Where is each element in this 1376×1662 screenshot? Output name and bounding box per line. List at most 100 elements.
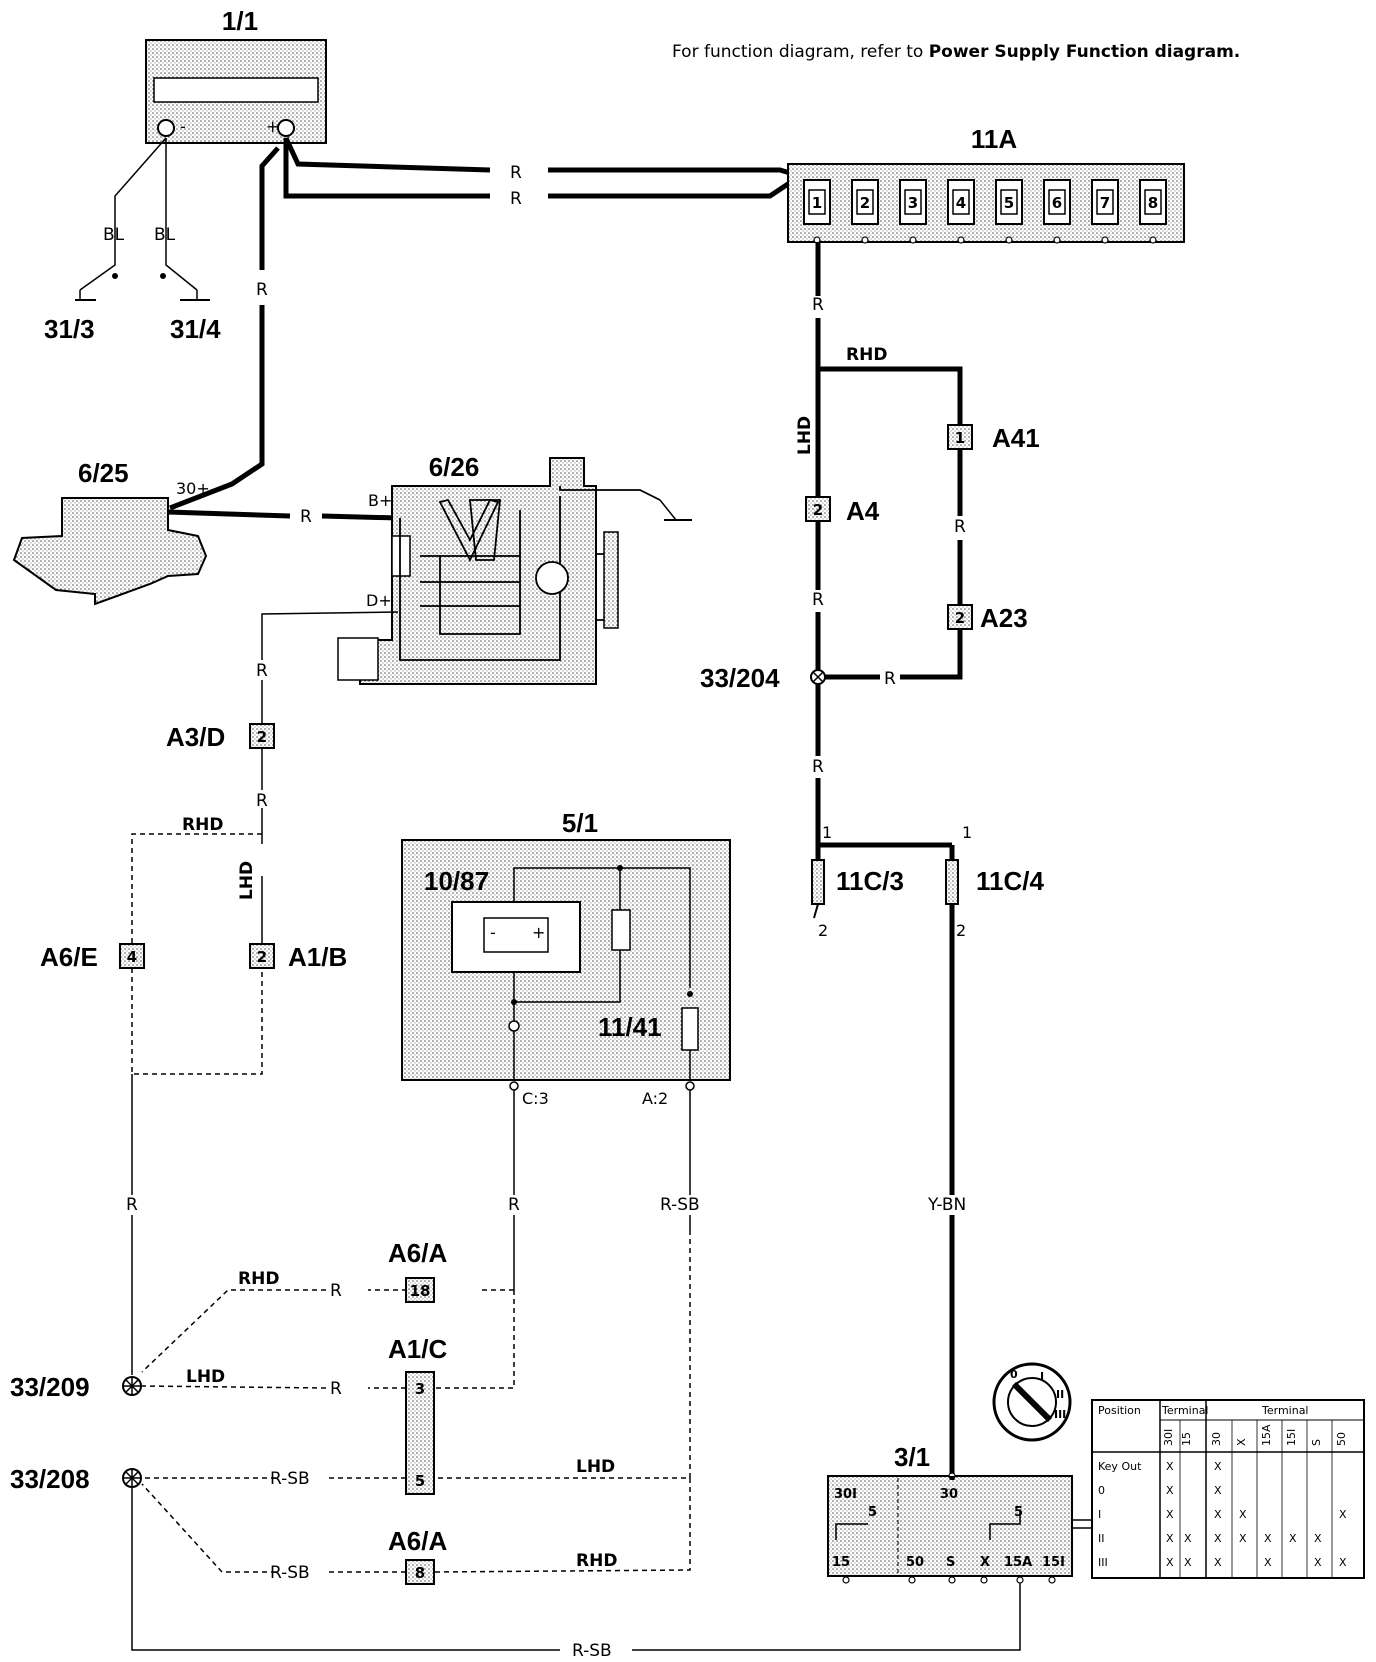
table-cell: X (1339, 1556, 1347, 1569)
ign-tS: S (946, 1555, 955, 1570)
wire-label-r-a4: R (812, 590, 824, 610)
wire-label-rhd-lower: RHD (576, 1551, 617, 1571)
table-cell: X (1166, 1460, 1174, 1473)
a1b-label: A1/B (288, 942, 347, 972)
a6a-top-pin: 18 (410, 1282, 431, 1300)
fuse-box-label: 11A (971, 124, 1017, 154)
relay-box-label: 5/1 (562, 808, 598, 838)
table-header-position: Position (1098, 1404, 1141, 1417)
wire-label-r-a23: R (884, 669, 896, 689)
splice-33-204: 33/204 (700, 663, 826, 693)
wire-label-r-209: R (126, 1195, 138, 1215)
relay-fuse-label: 11/41 (598, 1012, 662, 1042)
fuse-number: 2 (860, 194, 870, 212)
alternator-6-26: 6/26 B+ D+ (337, 452, 692, 685)
note-bold: Power Supply Function diagram. (928, 42, 1241, 62)
dial-label-0: 0 (1010, 1368, 1018, 1381)
table-header-terminal-2: Terminal (1261, 1404, 1309, 1417)
reference-note: For function diagram, refer to Power Sup… (672, 42, 1240, 62)
fuse-number: 7 (1100, 194, 1110, 212)
ign-t15A: 15A (1004, 1555, 1032, 1570)
fuse-number: 6 (1052, 194, 1062, 212)
fusible-pin-2a: 2 (818, 921, 828, 940)
wire-label-r-a6a: R (330, 1281, 342, 1301)
table-header-terminal-1: Terminal (1161, 1404, 1209, 1417)
starter-terminal: 30+ (176, 479, 210, 498)
fusible-11c4-label: 11C/4 (976, 866, 1044, 896)
ign-t30-right: 30 (940, 1487, 958, 1502)
wire-label-r-a1c: R (330, 1379, 342, 1399)
wire-label-r-sb-a6a: R-SB (270, 1563, 310, 1583)
a6e-pin: 4 (127, 948, 137, 966)
ign-t5-right: 5 (1014, 1505, 1023, 1520)
table-cell: X (1214, 1508, 1222, 1521)
table-row-position: 0 (1098, 1484, 1105, 1497)
wire-label-y-bn: Y-BN (927, 1195, 966, 1215)
wire-label-r-sb-a1c: R-SB (270, 1469, 310, 1489)
fuse-4: 4 (947, 179, 975, 244)
fuse-number: 8 (1148, 194, 1158, 212)
splice-33-208: 33/208 (10, 1464, 142, 1494)
fuse-number: 5 (1004, 194, 1014, 212)
table-cell: X (1166, 1508, 1174, 1521)
ign-tX: X (980, 1555, 990, 1570)
table-row-position: II (1098, 1532, 1105, 1545)
a1c-label: A1/C (388, 1334, 447, 1364)
svg-text:-: - (180, 117, 186, 136)
a1c-pin-bottom: 5 (415, 1472, 425, 1490)
table-cell: X (1214, 1460, 1222, 1473)
ground-31-4: 31/4 (170, 314, 221, 344)
table-cell: X (1166, 1556, 1174, 1569)
ignition-switch-3-1: 3/1 30I 30 5 5 15 50 S X 15A 15I (827, 1442, 1092, 1584)
wire-label-r-fuse-2: R (510, 189, 522, 209)
a6a-bottom-label: A6/A (388, 1526, 447, 1556)
fuse-7: 7 (1091, 179, 1119, 244)
fuse-number: 1 (812, 194, 822, 212)
relay-box-5-1: 5/1 10/87 - + 11/41 C:3 A:2 (401, 808, 731, 1108)
ign-t30-left: 30I (834, 1487, 857, 1502)
battery-positive-wires (169, 136, 802, 511)
alt-d-terminal: D+ (366, 591, 392, 610)
connector-a4: 2 A4 (805, 496, 880, 526)
relay-output-wires (513, 1090, 691, 1290)
table-cell: X (1214, 1532, 1222, 1545)
table-cell: X (1264, 1556, 1272, 1569)
fuse-1: 1 (803, 179, 831, 244)
wire-label-bl-1: BL (103, 225, 125, 245)
table-col-header: 15 (1180, 1432, 1193, 1446)
table-cell: X (1214, 1484, 1222, 1497)
wire-label-r-fuse1-down: R (812, 295, 824, 315)
ign-t50: 50 (906, 1555, 924, 1570)
table-cell: X (1214, 1556, 1222, 1569)
svg-text:+: + (266, 117, 279, 136)
ign-t15I: 15I (1042, 1555, 1065, 1570)
table-cell: X (1239, 1508, 1247, 1521)
table-cell: X (1166, 1484, 1174, 1497)
relay-pin-a2: A:2 (642, 1089, 668, 1108)
splice-208-label: 33/208 (10, 1464, 90, 1494)
fusible-11c3-label: 11C/3 (836, 866, 904, 896)
wire-label-rhd-left: RHD (182, 815, 223, 835)
wire-label-r-204: R (812, 757, 824, 777)
table-cell: X (1166, 1532, 1174, 1545)
fuse-1-output (815, 242, 963, 860)
table-col-header: S (1310, 1439, 1323, 1446)
wire-label-r-fuse-1: R (510, 163, 522, 183)
a4-label: A4 (846, 496, 880, 526)
connector-a3d: 2 A3/D (166, 722, 275, 752)
splice-209-label: 33/209 (10, 1372, 90, 1402)
battery-ground-leads (75, 137, 210, 301)
table-row-position: Key Out (1098, 1460, 1142, 1473)
connector-a6a-8: A6/A 8 (388, 1526, 447, 1585)
battery-label: 1/1 (222, 6, 258, 36)
wire-label-lhd-lower: LHD (576, 1457, 615, 1477)
wire-label-bl-2: BL (154, 225, 176, 245)
wire-label-r-a41: R (954, 517, 966, 537)
wire-label-lhd-a1c: LHD (186, 1367, 225, 1387)
table-col-header: 15I (1285, 1429, 1298, 1446)
battery-1-1: 1/1 - + (145, 6, 327, 144)
ignition-key-dial: 0 I II III (992, 1362, 1072, 1442)
